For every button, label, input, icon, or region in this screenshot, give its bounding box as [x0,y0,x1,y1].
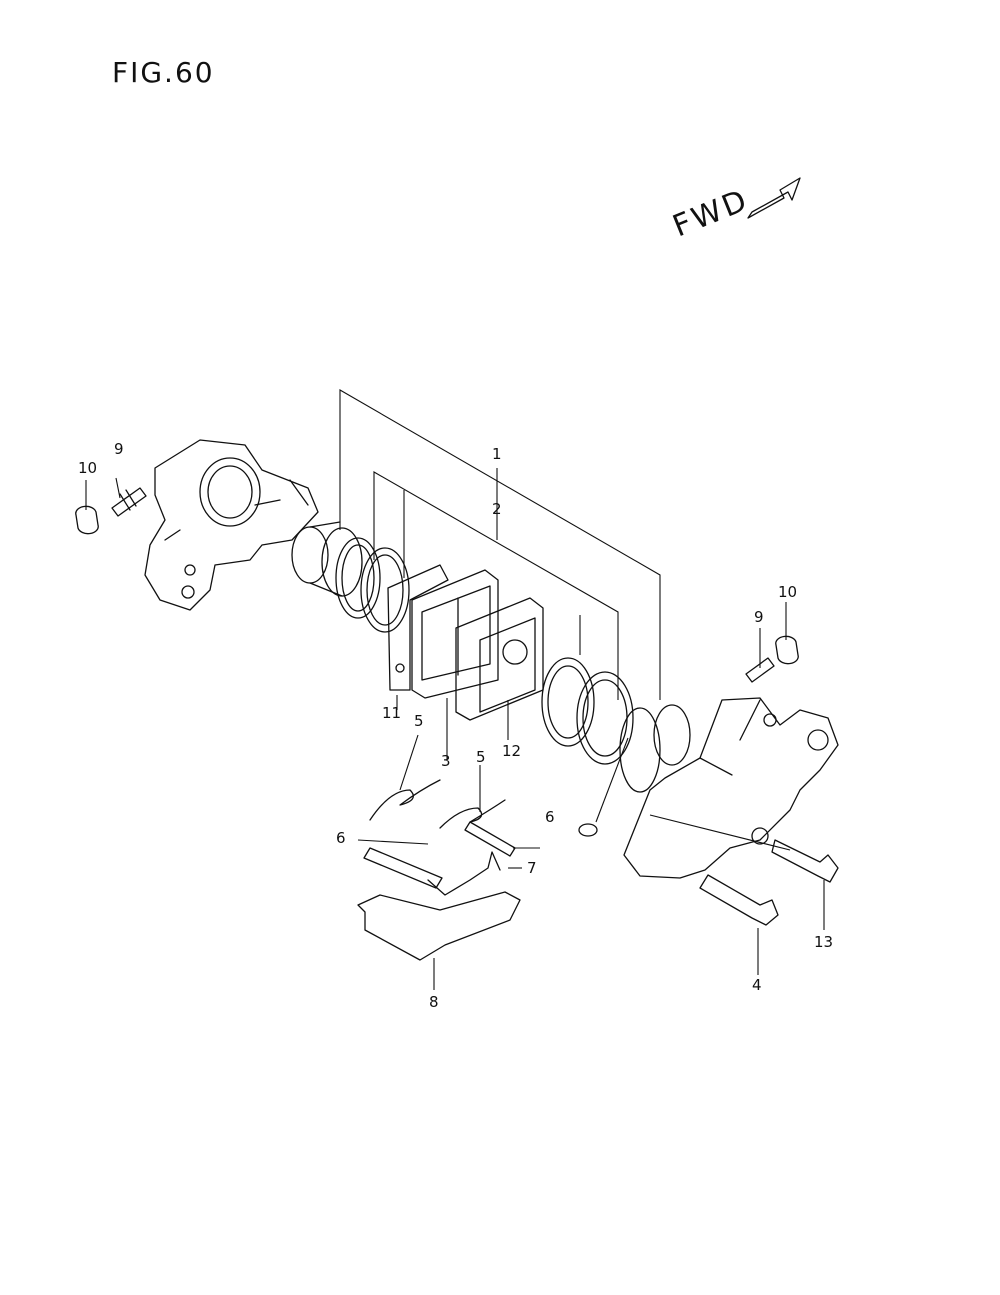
right-caliper-body [623,697,839,879]
piston [291,521,363,597]
callout-7: 7 [527,859,537,877]
mounting-bolt-lower [699,874,779,926]
callout-10-left: 10 [78,459,98,477]
callout-6-right: 6 [545,808,555,826]
piston-seals-left [335,537,410,633]
piston-seals-right [541,657,634,765]
callout-8: 8 [429,993,439,1011]
callout-3: 3 [441,752,451,770]
pad-spring-right [439,799,506,829]
pad-pin-upper [464,821,516,857]
callout-13: 13 [814,933,834,951]
callout-leaders [85,477,825,990]
callout-1: 1 [492,445,502,463]
right-bleeder-cap [775,635,799,665]
left-bleeder-cap [75,505,99,535]
fwd-arrow-icon [747,177,801,219]
callout-5-left: 5 [414,712,424,730]
left-bleeder-valve [111,487,147,517]
callout-9-right: 9 [754,608,764,626]
assembly-bracket [339,389,661,700]
piston-right [619,704,691,793]
brake-pad-right [455,597,544,721]
mounting-bolt-upper [649,814,839,883]
callout-2: 2 [492,500,502,518]
washer [578,823,598,837]
callout-5-right: 5 [476,748,486,766]
brake-pad-left [411,569,499,699]
callout-11: 11 [382,704,402,722]
right-bleeder-valve [745,657,775,683]
callout-10-right: 10 [778,583,798,601]
left-caliper-body [144,439,319,611]
callout-9-left: 9 [114,440,124,458]
figure-title: FIG.60 [112,56,215,89]
callout-4: 4 [752,976,762,994]
pad-cover [357,891,521,961]
pad-spring-left [369,779,441,821]
pad-clip [427,851,501,896]
pad-shim [387,564,449,691]
callout-12: 12 [502,742,522,760]
pad-pin-lower [363,847,443,889]
callout-6-left: 6 [336,829,346,847]
